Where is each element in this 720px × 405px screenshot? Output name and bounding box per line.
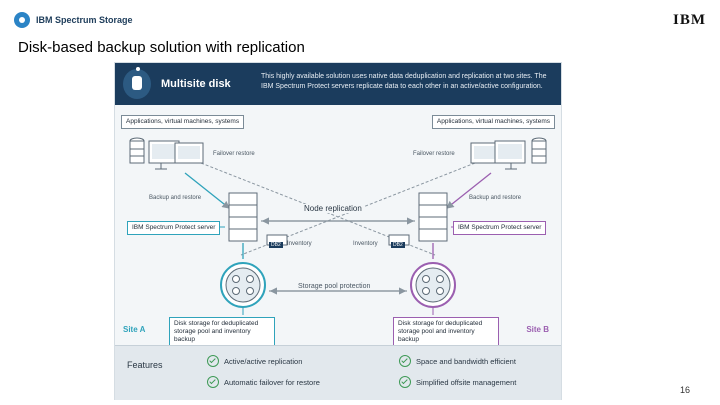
site-b-label: Site B <box>526 325 549 334</box>
site-b-storage-icon <box>410 262 456 308</box>
brand-name: IBM Spectrum Storage <box>36 15 133 25</box>
diagram-graphics <box>129 137 547 315</box>
feature-label: Simplified offsite management <box>416 377 517 387</box>
feature-item: Space and bandwidth efficient <box>399 355 516 367</box>
brand-header: IBM Spectrum Storage <box>14 12 133 28</box>
site-a-backup-label: Backup and restore <box>149 195 202 201</box>
feature-label: Space and bandwidth efficient <box>416 356 516 366</box>
site-a-db-badge: DB2 <box>269 242 283 248</box>
multisite-disk-icon <box>123 67 151 99</box>
feature-label: Active/active replication <box>224 356 303 366</box>
site-b-server-label: IBM Spectrum Protect server <box>453 221 547 235</box>
site-a-storage-icon <box>220 262 266 308</box>
site-a-computer-icon <box>129 137 204 170</box>
page-title: Disk-based backup solution with replicat… <box>18 39 305 56</box>
page-number: 16 <box>679 385 690 395</box>
site-b-backup-label: Backup and restore <box>469 195 522 201</box>
site-b-storage-label: Disk storage for deduplicated storage po… <box>393 317 499 347</box>
feature-item: Automatic failover for restore <box>207 376 320 388</box>
check-icon <box>399 376 411 388</box>
site-b-apps-label: Applications, virtual machines, systems <box>431 115 555 129</box>
site-a-server-icon <box>228 192 288 246</box>
site-b-db-badge: DB2 <box>391 242 405 248</box>
spectrum-storage-logo-icon <box>14 12 30 28</box>
feature-item: Simplified offsite management <box>399 376 516 388</box>
storage-pool-protection-label: Storage pool protection <box>295 283 374 290</box>
ibm-logo: IBM <box>673 12 706 28</box>
site-a-label: Site A <box>123 325 146 334</box>
site-a-storage-label: Disk storage for deduplicated storage po… <box>169 317 275 347</box>
feature-item: Active/active replication <box>207 355 302 367</box>
multisite-diagram: Multisite disk This highly available sol… <box>114 62 562 400</box>
site-a-apps-label: Applications, virtual machines, systems <box>121 115 245 129</box>
site-b-inventory-label: Inventory <box>353 241 378 247</box>
diagram-header-title: Multisite disk <box>161 78 231 90</box>
site-b-server-icon <box>388 192 448 246</box>
check-icon <box>399 355 411 367</box>
site-a-inventory-label: Inventory <box>287 241 312 247</box>
features-title: Features <box>127 360 163 370</box>
feature-label: Automatic failover for restore <box>224 377 320 387</box>
diagram-header: Multisite disk This highly available sol… <box>115 63 561 105</box>
diagram-header-description: This highly available solution uses nati… <box>261 73 547 90</box>
check-icon <box>207 355 219 367</box>
site-b-failover-label: Failover restore <box>413 151 455 157</box>
features-panel: Features Active/active replication Space… <box>115 345 561 400</box>
node-replication-label: Node replication <box>301 204 365 213</box>
site-a-server-label: IBM Spectrum Protect server <box>127 221 221 235</box>
check-icon <box>207 376 219 388</box>
site-b-computer-icon <box>470 137 547 170</box>
site-a-failover-label: Failover restore <box>213 151 255 157</box>
